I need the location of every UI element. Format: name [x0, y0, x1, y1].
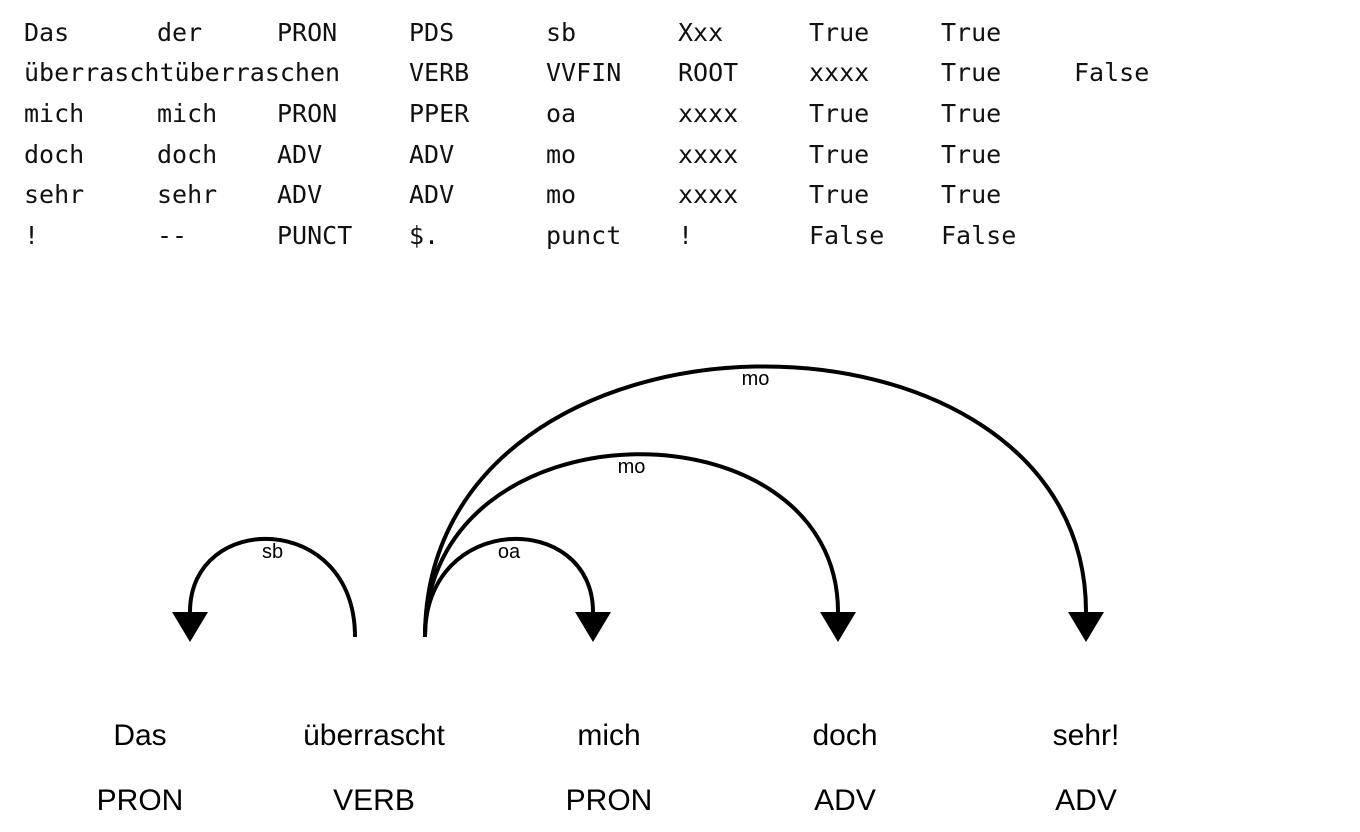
token-cell: True	[941, 139, 1002, 169]
token-cell: mo	[546, 180, 577, 210]
arrowhead	[172, 612, 208, 642]
token-cell: True	[941, 98, 1002, 128]
token-cell: der	[157, 17, 203, 47]
dependency-arc	[188, 537, 357, 638]
token-cell: doch	[157, 139, 218, 169]
arc-label: sb	[262, 541, 283, 563]
token-cell: mo	[546, 139, 577, 169]
dependency-arc	[423, 452, 840, 638]
token-cell: ADV	[277, 180, 323, 210]
token-cell: True	[941, 17, 1002, 47]
token-cell: True	[809, 180, 870, 210]
word-pos-tag: ADV	[814, 784, 876, 817]
token-cell: True	[941, 58, 1002, 88]
token-cell: sb	[546, 17, 577, 47]
token-cell: PRON	[277, 98, 338, 128]
arrowhead	[1068, 612, 1104, 642]
token-row: überraschtüberraschen VERB VVFIN ROOT xxxx Tr…	[24, 53, 1205, 94]
token-cell: PDS	[409, 17, 455, 47]
token-cell: Xxx	[678, 17, 724, 47]
token-cell: oa	[546, 98, 577, 128]
token-cell: !	[678, 220, 694, 250]
token-cell: VERB	[409, 58, 470, 88]
token-cell: xxxx	[678, 98, 739, 128]
token-cell: ADV	[409, 180, 455, 210]
token-cell: $.	[409, 220, 440, 250]
token-cell: xxxx	[809, 58, 870, 88]
token-cell: True	[809, 98, 870, 128]
dependency-arc	[423, 537, 595, 638]
token-cell: False	[1074, 58, 1150, 88]
token-row: ! -- PUNCT $. punct! False False	[24, 215, 1205, 256]
token-cell: doch	[24, 139, 85, 169]
token-cell: punct	[546, 220, 622, 250]
token-cell: !	[24, 220, 40, 250]
word-token: sehr!	[1053, 719, 1120, 752]
arcs-layer: sb oa mo mo	[172, 364, 1104, 642]
token-cell: xxxx	[678, 180, 739, 210]
token-row: sehr sehr ADV ADV mo xxxx True True	[24, 174, 1205, 215]
token-row: mich mich PRON PPER oa xxxx True True	[24, 93, 1205, 134]
token-cell: True	[809, 139, 870, 169]
dependency-arc	[423, 364, 1088, 638]
arrowhead	[575, 612, 611, 642]
token-cell: VVFIN	[546, 58, 622, 88]
token-cell: False	[809, 220, 885, 250]
token-cell: PUNCT	[277, 220, 353, 250]
word-pos-tag: VERB	[333, 784, 415, 817]
arc-label: oa	[498, 541, 521, 563]
arrowhead	[820, 612, 856, 642]
token-cell: --	[157, 220, 188, 250]
token-cell: sehr	[157, 180, 218, 210]
arc-label: mo	[742, 368, 770, 390]
token-cell: True	[941, 180, 1002, 210]
token-cell: PRON	[277, 17, 338, 47]
token-cell: True	[809, 17, 870, 47]
arc-label: mo	[618, 456, 646, 478]
word-pos-tag: PRON	[97, 784, 184, 817]
word-token: doch	[812, 719, 877, 752]
token-row: Das der PRON PDS sb Xxx True True	[24, 12, 1205, 53]
token-cell: xxxx	[678, 139, 739, 169]
word-pos-tag: ADV	[1055, 784, 1117, 817]
token-row: doch doch ADV ADV mo xxxx True True	[24, 134, 1205, 175]
word-token: überrascht	[303, 719, 445, 752]
token-cell: Das	[24, 17, 70, 47]
word-pos-tag: PRON	[566, 784, 653, 817]
token-cell: False	[941, 220, 1017, 250]
token-cell: ADV	[277, 139, 323, 169]
token-cell: mich	[157, 98, 218, 128]
word-token: mich	[577, 719, 640, 752]
token-cell: ROOT	[678, 58, 739, 88]
token-cell: PPER	[409, 98, 470, 128]
token-cell: sehr	[24, 180, 85, 210]
token-cell: mich	[24, 98, 85, 128]
word-token: Das	[113, 719, 166, 752]
token-cell: überraschtüberraschen	[24, 58, 341, 88]
token-cell: ADV	[409, 139, 455, 169]
